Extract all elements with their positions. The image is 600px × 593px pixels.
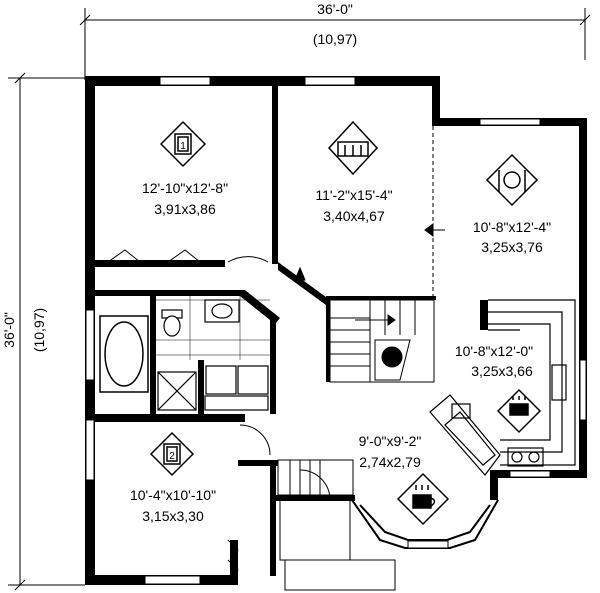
left-dimension-metric: (10,97): [31, 308, 47, 352]
staircase: [329, 299, 435, 383]
room-size-imperial: 11'-2"x15'-4": [315, 187, 392, 203]
laundry: [204, 365, 269, 411]
room-dining: 10'-8"x12'-4" 3,25x3,76: [473, 219, 551, 255]
room-kitchen: 10'-8"x12'-0" 3,25x3,66: [455, 343, 533, 379]
room-bedroom-1: 12'-10"x12'-8" 3,91x3,86: [142, 180, 228, 217]
bay-window-glass: [407, 540, 449, 549]
top-dimension: [79, 8, 591, 80]
top-dimension-metric: (10,97): [313, 31, 357, 47]
shower: [157, 371, 197, 411]
sink-vanity: [204, 299, 240, 323]
room-size-metric: 3,15x3,30: [142, 508, 204, 524]
room-living: 11'-2"x15'-4" 3,40x4,67: [315, 187, 392, 224]
bed-2-icon: 2: [149, 431, 195, 477]
interior-walls: [95, 86, 488, 585]
bed-1-icon-label: 1: [180, 141, 186, 152]
entry-arrows: [294, 223, 445, 281]
room-size-imperial: 12'-10"x12'-8": [142, 180, 228, 196]
room-size-imperial: 10'-8"x12'-4": [473, 219, 551, 235]
toilet: [161, 309, 183, 337]
kitchen-counters: [488, 299, 576, 467]
room-size-imperial: 9'-0"x9'-2": [359, 433, 422, 449]
bathroom-tiles: [156, 296, 270, 360]
cooking-pot-icon: [496, 388, 542, 434]
room-size-metric: 3,91x3,86: [154, 201, 216, 217]
hall-closet: [277, 459, 354, 496]
windows: [85, 76, 587, 585]
kitchen-peninsula: [429, 394, 501, 476]
room-nook: 9'-0"x9'-2" 2,74x2,79: [359, 433, 422, 470]
room-size-imperial: 10'-4"x10'-10": [130, 487, 216, 503]
room-size-imperial: 10'-8"x12'-0": [455, 343, 533, 359]
bathtub: [99, 315, 149, 393]
room-size-metric: 3,25x3,66: [471, 363, 533, 379]
coffee-cup-icon: [396, 472, 450, 526]
room-size-metric: 3,25x3,76: [481, 239, 543, 255]
closet-doors: [107, 249, 239, 579]
bed-2-icon-label: 2: [169, 451, 175, 462]
room-bedroom-2: 10'-4"x10'-10" 3,15x3,30: [130, 487, 216, 524]
room-size-metric: 2,74x2,79: [359, 454, 421, 470]
sofa-icon: [327, 120, 379, 176]
left-dimension: [8, 72, 85, 591]
plate-fork-knife-icon: [485, 153, 539, 207]
top-dimension-imperial: 36'-0": [317, 1, 353, 17]
bed-1-icon: 1: [159, 120, 207, 168]
left-dimension-imperial: 36'-0": [1, 312, 17, 348]
room-size-metric: 3,40x4,67: [323, 208, 385, 224]
front-step: [279, 499, 396, 591]
